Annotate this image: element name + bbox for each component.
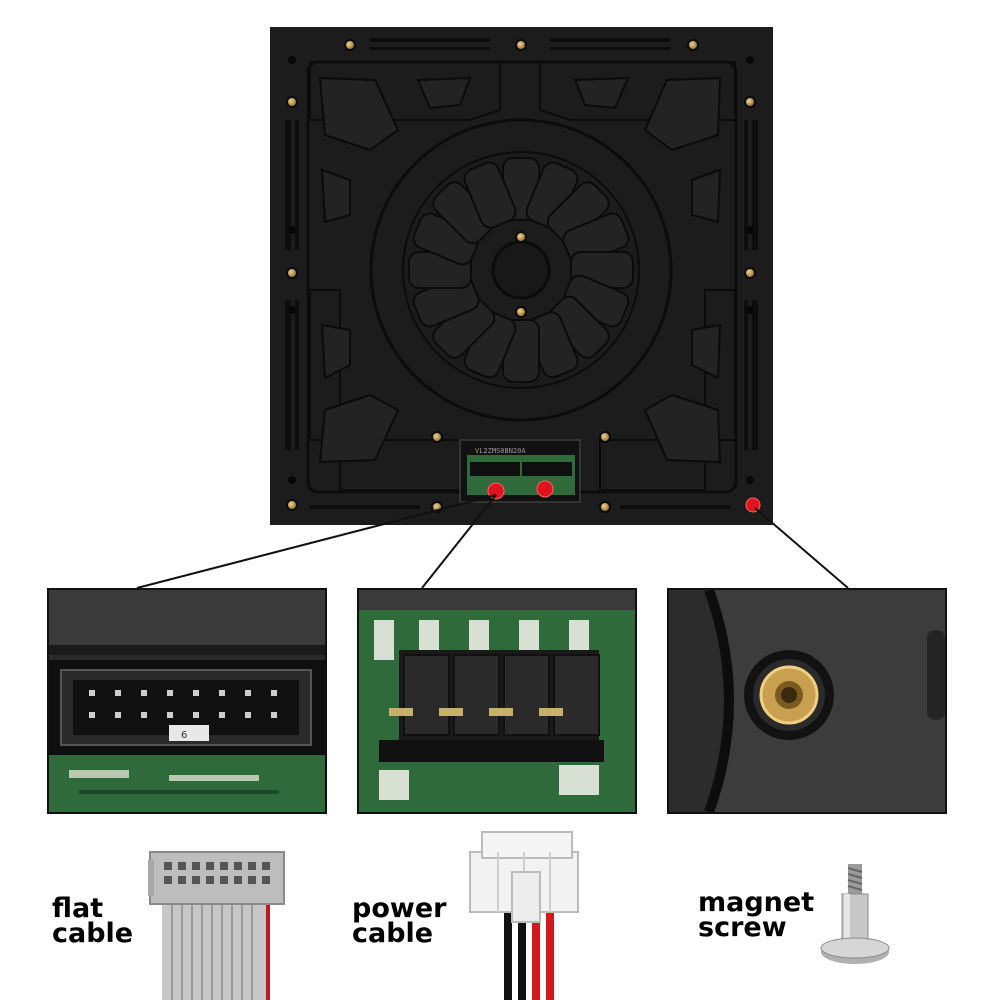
highlight-marker-power-port: [536, 480, 554, 498]
led-module-back-panel: VL2ZMS0BN20A: [270, 27, 773, 525]
connector-pin: [167, 712, 173, 718]
connector-pin: [193, 690, 199, 696]
mount-hole: [288, 56, 296, 64]
label-magnet-screw: magnet screw: [698, 887, 815, 943]
connector-pin: [271, 690, 277, 696]
brass-insert: [286, 267, 298, 279]
brass-insert: [286, 499, 298, 511]
mount-hole: [746, 226, 754, 234]
connector-pin: [141, 712, 147, 718]
brass-insert: [599, 431, 611, 443]
connector-pin: [193, 712, 199, 718]
power-cable-icon: [469, 831, 579, 1000]
brass-insert: [744, 96, 756, 108]
connector-pin: [89, 712, 95, 718]
mount-hole: [746, 56, 754, 64]
pin-number-label: 6: [181, 730, 187, 741]
mount-hole: [288, 306, 296, 314]
brass-insert: [744, 267, 756, 279]
connector-pin: [219, 690, 225, 696]
label-power-cable: power cable: [352, 893, 447, 949]
brass-insert: [515, 306, 527, 318]
zoom-power-cable-port: [357, 588, 637, 814]
connector-pin: [141, 690, 147, 696]
connector-pin: [271, 712, 277, 718]
flat-cable-icon: [148, 851, 285, 1000]
connector-pin: [245, 712, 251, 718]
connector-pin: [219, 712, 225, 718]
highlight-marker-screw-hole: [745, 497, 761, 513]
zoom-screw-hole: [667, 588, 947, 814]
brass-insert: [687, 39, 699, 51]
highlight-marker-flat-port: [487, 482, 505, 500]
connector-pin: [89, 690, 95, 696]
mount-hole: [288, 226, 296, 234]
brass-insert: [599, 501, 611, 513]
brass-insert: [431, 431, 443, 443]
mount-hole: [288, 476, 296, 484]
brass-insert: [286, 96, 298, 108]
brass-insert: [515, 231, 527, 243]
connector-pin: [115, 690, 121, 696]
magnet-screw-icon: [820, 864, 890, 964]
connector-pin: [115, 712, 121, 718]
zoom-flat-cable-port: 6: [47, 588, 327, 814]
panel-spoke: [463, 161, 517, 229]
mount-hole: [746, 476, 754, 484]
connector-pin: [167, 690, 173, 696]
brass-insert: [515, 39, 527, 51]
pcb-silkscreen: VL2ZMS0BN20A: [475, 447, 526, 455]
brass-insert: [344, 39, 356, 51]
mount-hole: [746, 306, 754, 314]
brass-insert: [431, 501, 443, 513]
connector-pin: [245, 690, 251, 696]
label-flat-cable: flat cable: [52, 893, 134, 949]
